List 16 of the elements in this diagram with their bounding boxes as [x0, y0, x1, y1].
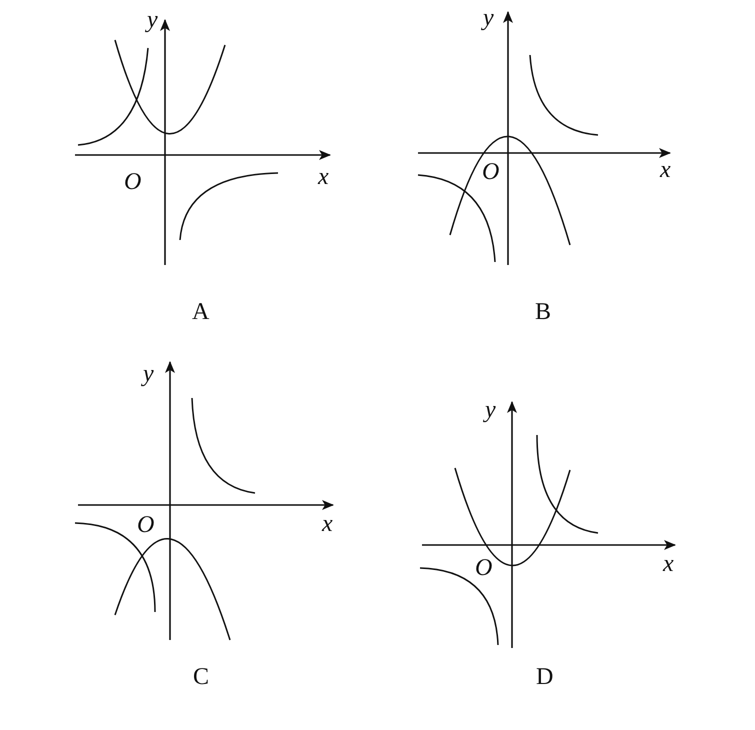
option-label: A [192, 300, 210, 324]
axis-label: x [322, 512, 333, 536]
option-label: C [193, 665, 210, 689]
axis-label: x [318, 165, 329, 189]
axis-label: x [663, 552, 674, 576]
axis-label: y [147, 8, 158, 32]
axis-label: y [483, 6, 494, 30]
axis-label: x [660, 158, 671, 182]
option-label: B [535, 300, 552, 324]
axis-label: O [482, 160, 500, 184]
axis-label: O [124, 170, 142, 194]
axis-label: y [485, 398, 496, 422]
axis-label: y [143, 362, 154, 386]
axis-label: O [475, 556, 492, 580]
option-label: D [536, 665, 554, 689]
axis-label: O [137, 513, 154, 537]
